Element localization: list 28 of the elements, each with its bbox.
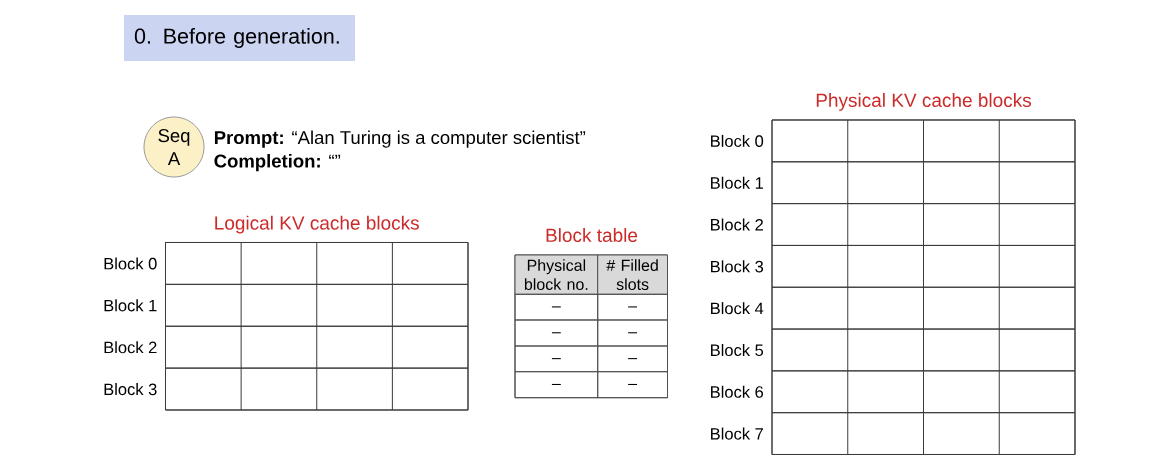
grid-heading: Logical KV cache blocks: [215, 215, 419, 234]
table-heading: Block table: [546, 228, 638, 242]
table-cell: –: [597, 293, 668, 321]
row-label: Block 2: [104, 341, 157, 354]
table-cell: –: [514, 293, 599, 321]
title-banner: 0. Before generation.: [124, 15, 355, 61]
column-header: # Filled slots: [597, 254, 668, 295]
prompt-text: Completion: “”: [214, 154, 341, 172]
row-label: Block 2: [711, 218, 763, 231]
table-cell: –: [597, 345, 668, 373]
row-label: Block 5: [711, 343, 764, 357]
row-label: Block 0: [104, 257, 157, 270]
row-label: Block 4: [711, 302, 764, 315]
row-label: Block 1: [711, 176, 763, 189]
row-label: Block 0: [711, 134, 764, 147]
row-label: Block 3: [104, 383, 157, 396]
table-cell: –: [514, 345, 599, 373]
table-cell: –: [514, 371, 599, 399]
table-cell: –: [597, 371, 668, 399]
prompt-text: Prompt: “Alan Turing is a computer scientist”: [214, 130, 586, 148]
grid-heading: Physical KV cache blocks: [816, 93, 1031, 111]
row-label: Block 6: [711, 385, 764, 398]
column-header: Physical block no.: [514, 254, 599, 295]
row-label: Block 3: [711, 260, 764, 273]
table-cell: –: [597, 319, 668, 347]
row-label: Block 1: [104, 299, 157, 312]
table-cell: –: [514, 319, 599, 347]
row-label: Block 7: [711, 427, 763, 440]
